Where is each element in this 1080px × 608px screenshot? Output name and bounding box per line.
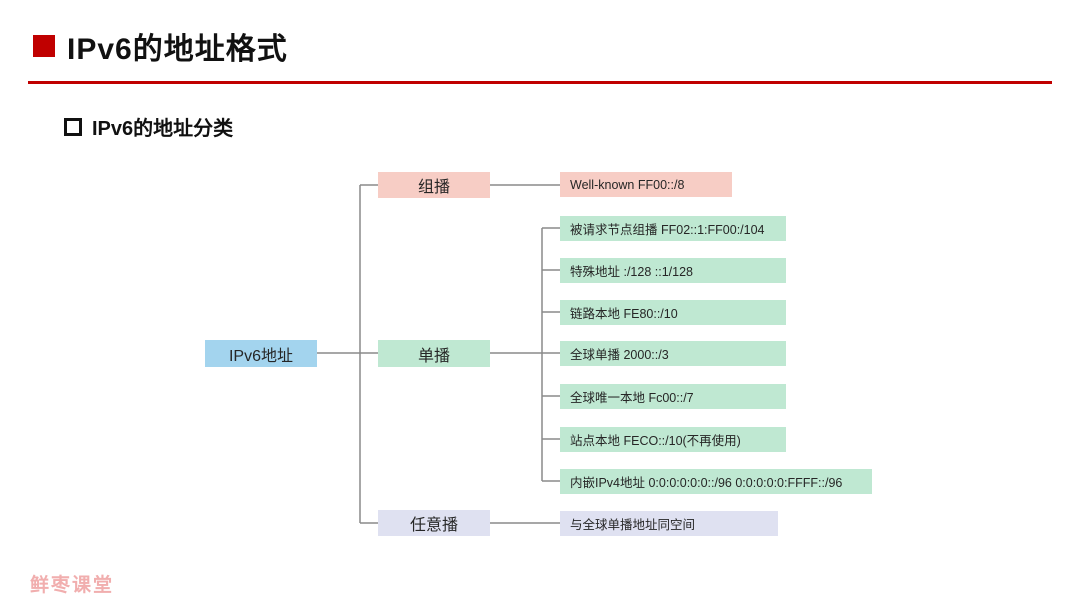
brand-logo: 鲜枣课堂 <box>30 575 115 596</box>
tree-leaf-unicast-unique-local: 全球唯一本地 Fc00::/7 <box>560 384 786 409</box>
page-title-row: IPv6的地址格式 <box>33 24 288 68</box>
tree-leaf-anycast-space: 与全球单播地址同空间 <box>560 511 778 536</box>
section-subtitle-row: IPv6的地址分类 <box>64 112 233 141</box>
page-title: IPv6的地址格式 <box>67 33 288 66</box>
tree-node-root: IPv6地址 <box>205 340 317 367</box>
tree-node-multicast: 组播 <box>378 172 490 198</box>
tree-leaf-unicast-solicited-node: 被请求节点组播 FF02::1:FF00:/104 <box>560 216 786 241</box>
tree-node-anycast: 任意播 <box>378 510 490 536</box>
tree-leaf-unicast-site-local: 站点本地 FECO::/10(不再使用) <box>560 427 786 452</box>
tree-leaf-unicast-special: 特殊地址 :/128 ::1/128 <box>560 258 786 283</box>
tree-node-unicast: 单播 <box>378 340 490 367</box>
tree-leaf-unicast-embedded-ipv4: 内嵌IPv4地址 0:0:0:0:0:0::/96 0:0:0:0:0:FFFF… <box>560 469 872 494</box>
tree-leaf-unicast-link-local: 链路本地 FE80::/10 <box>560 300 786 325</box>
title-bullet-icon <box>33 35 55 57</box>
title-divider <box>28 81 1052 84</box>
tree-leaf-multicast-wellknown: Well-known FF00::/8 <box>560 172 732 197</box>
tree-leaf-unicast-global: 全球单播 2000::/3 <box>560 341 786 366</box>
subtitle-bullet-icon <box>64 117 82 136</box>
section-subtitle: IPv6的地址分类 <box>92 118 234 140</box>
